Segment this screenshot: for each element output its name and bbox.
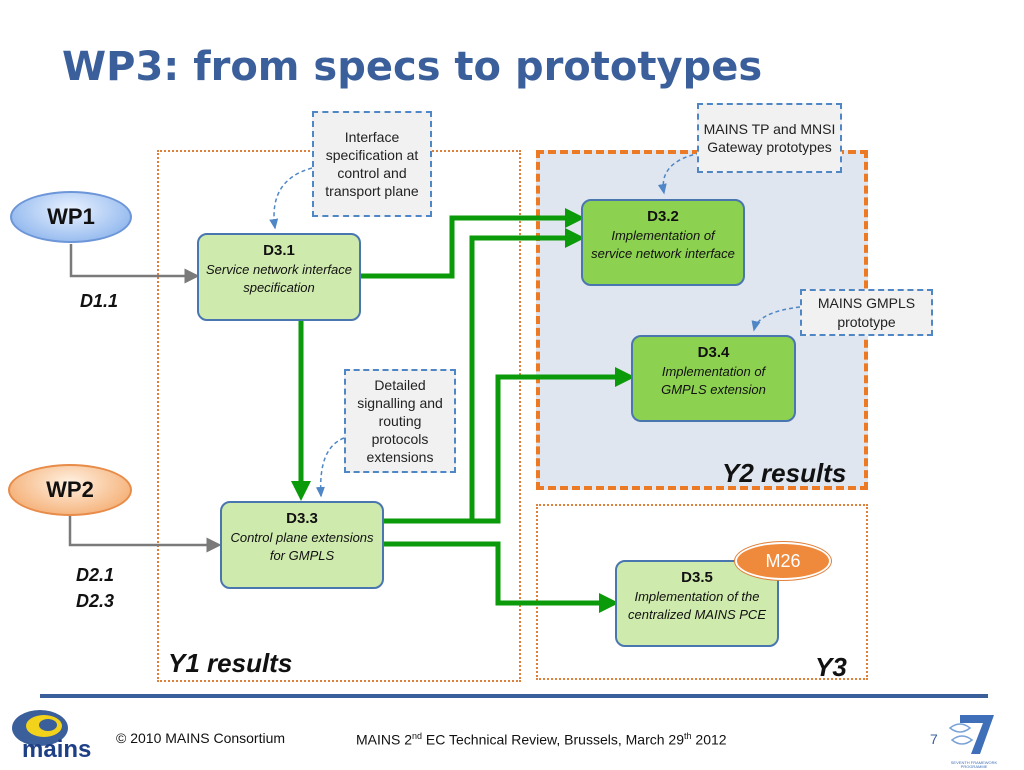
page-title: WP3: from specs to prototypes	[62, 44, 763, 90]
box-d34: D3.4 Implementation of GMPLS extension	[631, 335, 796, 422]
note-mains-tp: MAINS TP and MNSI Gateway prototypes	[697, 103, 842, 173]
box-d31: D3.1 Service network interface specifica…	[197, 233, 361, 321]
box-d33: D3.3 Control plane extensions for GMPLS	[220, 501, 384, 589]
arrow-d31-d32	[360, 208, 585, 279]
wp1-bubble: WP1	[10, 191, 132, 243]
fp7-logo-text: SEVENTH FRAMEWORK PROGRAMME	[950, 760, 998, 770]
arrow-d33-d34	[384, 367, 635, 524]
mains-logo: mains	[10, 706, 105, 764]
callout-mains-gmpls	[751, 306, 801, 332]
mains-logo-text: mains	[22, 736, 92, 763]
callout-signalling	[315, 437, 345, 498]
box-d32: D3.2 Implementation of service network i…	[581, 199, 745, 286]
box-d31-desc: Service network interface specification	[206, 262, 352, 295]
fp7-logo: SEVENTH FRAMEWORK PROGRAMME	[946, 712, 1002, 769]
deliverable-d23: D2.3	[76, 591, 115, 612]
box-d35: D3.5 Implementation of the centralized M…	[615, 560, 779, 647]
milestone-badge: M26	[735, 542, 831, 580]
fp7-logo-icon	[948, 715, 994, 754]
region-y1-label: Y1 results	[168, 648, 293, 678]
box-d35-desc: Implementation of the centralized MAINS …	[628, 589, 766, 622]
footer-review-sup1: nd	[412, 731, 423, 741]
region-y2-label: Y2 results	[722, 458, 847, 488]
footer-review-pre: MAINS 2	[356, 731, 413, 748]
box-d32-id: D3.2	[647, 208, 679, 225]
box-d34-desc: Implementation of GMPLS extension	[661, 364, 766, 397]
region-y3-label: Y3	[815, 652, 847, 682]
box-d34-id: D3.4	[697, 344, 730, 361]
page-number: 7	[930, 731, 938, 747]
box-d35-id: D3.5	[681, 569, 713, 586]
footer-review: MAINS 2nd EC Technical Review, Brussels,…	[356, 731, 727, 748]
note-signalling: Detailed signalling and routing protocol…	[344, 369, 456, 473]
wp1-arrow	[69, 244, 200, 284]
box-d33-desc: Control plane extensions for GMPLS	[230, 530, 374, 563]
callout-interface-spec	[269, 167, 313, 230]
footer-review-post: 2012	[691, 731, 727, 748]
box-d33-id: D3.3	[286, 510, 318, 527]
box-d32-desc: Implementation of service network interf…	[591, 228, 735, 261]
note-mains-gmpls: MAINS GMPLS prototype	[800, 289, 933, 336]
footer-review-sup2: th	[684, 731, 692, 741]
mains-logo-icon	[12, 710, 68, 746]
footer-review-mid: EC Technical Review, Brussels, March 29	[422, 731, 684, 748]
deliverable-group-wp2: D2.1 D2.3	[76, 562, 114, 614]
region-y3	[536, 504, 868, 680]
note-interface-spec: Interface specification at control and t…	[312, 111, 432, 217]
footer-divider	[40, 694, 988, 698]
deliverable-d11: D1.1	[80, 291, 119, 311]
callout-mains-tp	[657, 152, 701, 195]
footer-copyright: © 2010 MAINS Consortium	[116, 730, 286, 746]
box-d31-id: D3.1	[263, 242, 295, 259]
deliverable-d21: D2.1	[76, 565, 115, 585]
arrow-d33-d35	[384, 541, 619, 613]
wp2-bubble: WP2	[8, 464, 132, 516]
wp2-arrow	[68, 516, 222, 553]
